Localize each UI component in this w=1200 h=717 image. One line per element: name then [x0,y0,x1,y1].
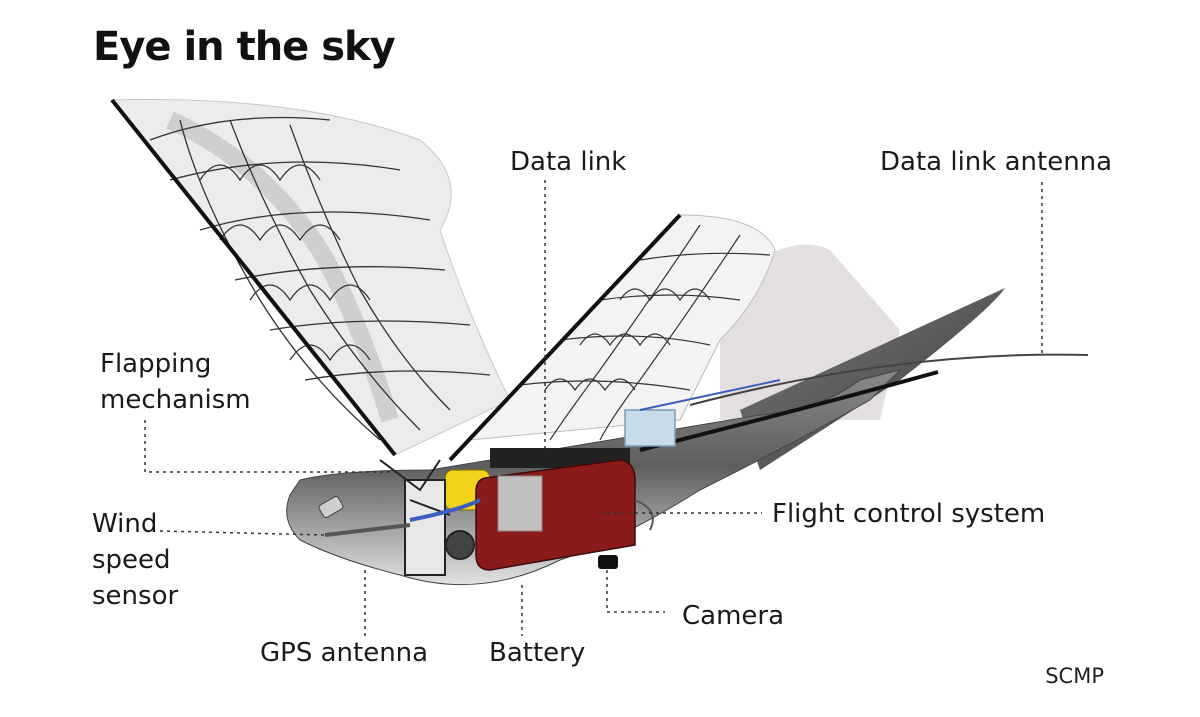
leader-lines [144,180,1043,636]
label-data-link: Data link [510,147,627,177]
label-battery: Battery [489,638,586,668]
label-wind-line2: speed [92,545,171,575]
label-gps-antenna: GPS antenna [260,638,429,668]
label-flapping-line1: Flapping [100,349,212,379]
leader-flapping [144,420,400,473]
label-data-link-antenna: Data link antenna [880,147,1113,177]
right-wing [448,213,776,462]
wind-speed-sensor-probe [324,523,411,537]
camera-lens [598,555,618,569]
page-title: Eye in the sky [93,24,396,70]
flapping-mechanism [379,459,475,576]
label-flight-control-system: Flight control system [772,499,1046,529]
data-link-antenna [689,353,1089,406]
flight-control-label-plate [497,475,543,532]
label-flapping-line2: mechanism [100,385,251,415]
antenna-module [624,409,676,447]
left-wing [110,98,511,457]
leader-camera [606,570,665,613]
label-camera: Camera [682,601,785,631]
label-wind-line3: sensor [92,581,179,611]
label-wind-line1: Wind [92,509,158,539]
source-credit: SCMP [1045,664,1104,688]
